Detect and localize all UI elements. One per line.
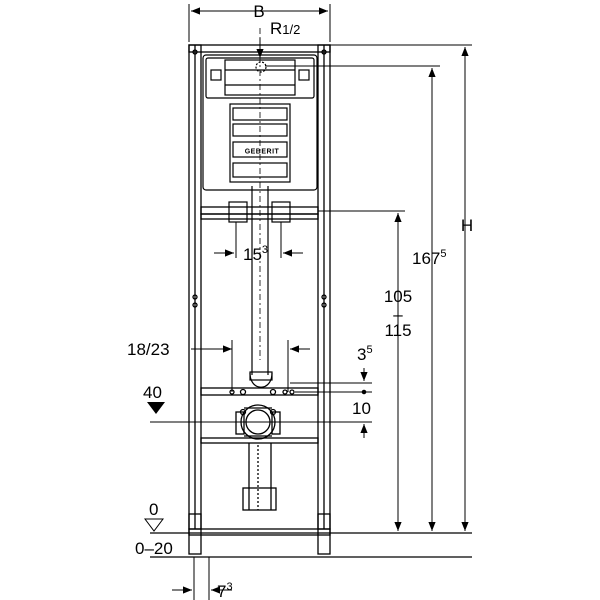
- drain-pipe-end: [242, 487, 277, 511]
- right-foot: [317, 513, 331, 555]
- wc-connection: [229, 388, 295, 511]
- level-40-label: 40: [143, 383, 162, 402]
- height-105-label: 105: [384, 287, 412, 306]
- floor-level-marker: [144, 518, 164, 532]
- dimension-lines: [150, 4, 472, 600]
- left-foot: [188, 513, 202, 555]
- floor-range-label: 0–20: [135, 539, 173, 558]
- flush-pipe: [249, 186, 273, 388]
- level-40-marker: [147, 402, 165, 414]
- brand-logo: GEBERIT: [245, 149, 280, 156]
- frame: [188, 44, 331, 555]
- water-inlet-icon: [255, 61, 267, 73]
- height-115-label: 115: [384, 321, 411, 340]
- width-18-23-label: 18/23: [127, 340, 170, 359]
- bottom-crossbar: [188, 528, 331, 536]
- offset-3-label: 35: [357, 344, 373, 364]
- pan-crossbar: [200, 437, 319, 444]
- width-label: B: [253, 2, 264, 21]
- width-15-label: 153: [243, 244, 268, 264]
- connection-label: R1/2: [270, 19, 300, 38]
- floor-zero-label: 0: [149, 500, 158, 519]
- height-167-label: 1675: [412, 248, 447, 268]
- foot-offset-label: 73: [217, 581, 233, 600]
- offset-10-label: 10: [352, 399, 371, 418]
- floor-lines: [150, 532, 472, 558]
- middle-crossbar: [200, 206, 319, 215]
- height-dash: –: [393, 305, 403, 324]
- height-label: H: [461, 216, 473, 235]
